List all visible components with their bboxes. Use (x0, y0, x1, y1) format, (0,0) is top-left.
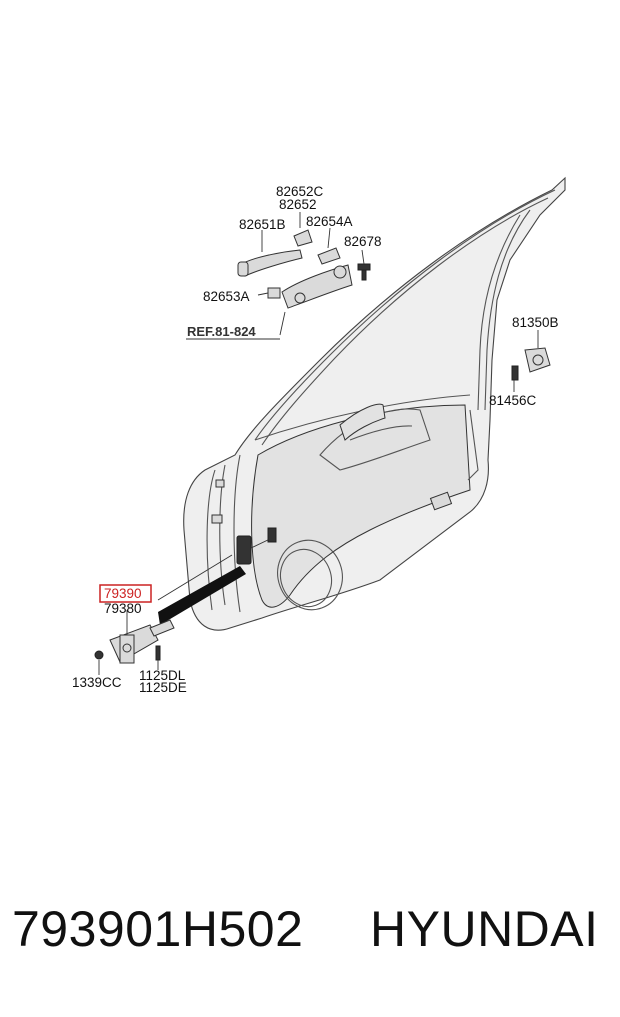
part-labels: 82652C 82652 82651B 82654A 82678 82653A … (72, 184, 559, 695)
label-81350B: 81350B (512, 315, 559, 330)
front-door-shell (183, 176, 566, 631)
label-82652C: 82652C (276, 184, 324, 199)
label-82653A: 82653A (203, 289, 250, 304)
label-1125DE: 1125DE (139, 680, 187, 695)
label-82652: 82652 (279, 197, 317, 212)
checker-bracket-parts (94, 610, 175, 675)
part-number: 793901H502 (12, 901, 304, 957)
label-ref-81-824: REF.81-824 (187, 324, 256, 339)
label-1339CC: 1339CC (72, 675, 122, 690)
outside-handle-parts (186, 212, 371, 340)
label-82678: 82678 (344, 234, 382, 249)
footer: 793901H502 HYUNDAI (0, 900, 620, 980)
latch-parts (511, 330, 551, 392)
brand-name: HYUNDAI (370, 901, 599, 957)
label-82654A: 82654A (306, 214, 353, 229)
label-79390: 79390 (104, 586, 142, 601)
label-79380: 79380 (104, 601, 142, 616)
highlight-box-79390 (99, 584, 152, 603)
door-checker-callout (157, 554, 246, 625)
label-82651B: 82651B (239, 217, 286, 232)
label-1125DL: 1125DL (139, 668, 186, 683)
label-81456C: 81456C (489, 393, 537, 408)
